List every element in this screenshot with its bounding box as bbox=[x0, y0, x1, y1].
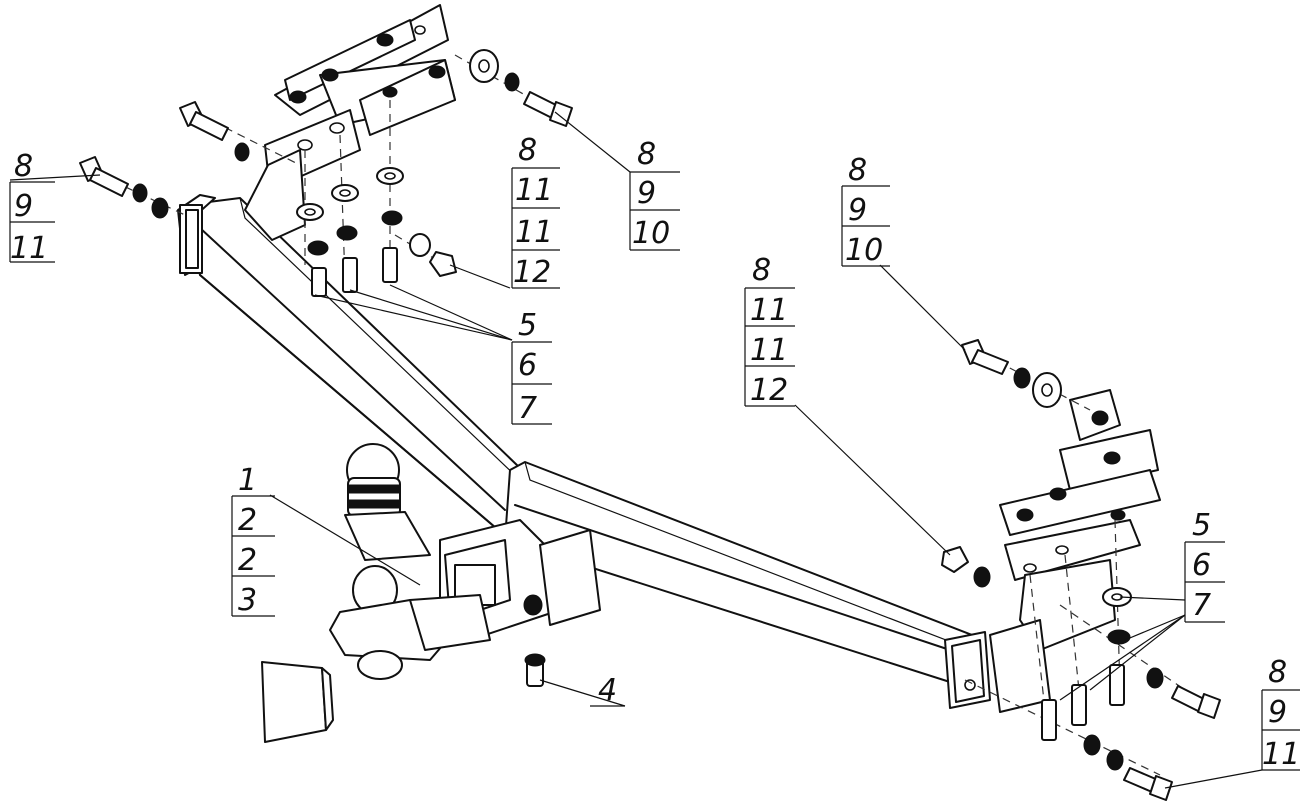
callout-label: 9 bbox=[1268, 695, 1287, 730]
hitch-pin-bolt bbox=[524, 653, 546, 687]
callout-upper-left: 8 9 11 bbox=[9, 149, 55, 266]
callout-ball-mount: 1 2 2 3 bbox=[231, 463, 275, 618]
callout-label: 2 bbox=[238, 503, 257, 538]
callout-right-studs: 5 6 7 bbox=[1184, 508, 1225, 623]
callout-label: 12 bbox=[513, 255, 551, 290]
callout-label: 2 bbox=[238, 543, 257, 578]
callout-label: 1 bbox=[238, 463, 257, 498]
callout-label: 11 bbox=[515, 173, 553, 208]
callout-label: 4 bbox=[598, 673, 617, 708]
callout-right-upper: 8 9 10 bbox=[841, 153, 890, 268]
callout-label: 9 bbox=[637, 176, 656, 211]
callout-label: 6 bbox=[518, 348, 537, 383]
callout-label: 3 bbox=[238, 583, 257, 618]
callout-lower-right: 8 9 11 bbox=[1261, 655, 1300, 772]
receiver-cover-cap bbox=[261, 661, 334, 743]
crossbar-tube bbox=[177, 194, 991, 709]
right-mounting-bracket bbox=[964, 389, 1161, 713]
callout-label: 8 bbox=[518, 133, 537, 168]
receiver-and-ball-mount bbox=[329, 443, 601, 680]
callout-label: 9 bbox=[848, 193, 867, 228]
callout-left-studs: 5 6 7 bbox=[511, 308, 552, 426]
callout-label: 10 bbox=[845, 233, 883, 268]
callout-label: 8 bbox=[752, 253, 771, 288]
left-bracket-fasteners bbox=[79, 49, 573, 297]
left-mounting-bracket bbox=[244, 4, 456, 241]
callout-label: 7 bbox=[1192, 588, 1211, 623]
callout-label: 8 bbox=[14, 149, 33, 184]
callout-label: 5 bbox=[1192, 508, 1211, 543]
callout-label: 8 bbox=[1268, 655, 1287, 690]
callout-label: 11 bbox=[750, 293, 788, 328]
callout-label: 8 bbox=[848, 153, 867, 188]
callout-label: 11 bbox=[10, 231, 48, 266]
callout-label: 7 bbox=[518, 391, 537, 426]
callout-label: 9 bbox=[14, 189, 33, 224]
callout-upper-right: 8 9 10 bbox=[629, 137, 680, 251]
callout-label: 12 bbox=[750, 373, 788, 408]
callout-upper-center: 8 11 11 12 bbox=[511, 133, 560, 290]
callout-label: 11 bbox=[750, 333, 788, 368]
callout-right-center: 8 11 11 12 bbox=[744, 253, 795, 408]
leader-lines bbox=[9, 111, 1263, 789]
callout-label: 11 bbox=[515, 215, 553, 250]
callout-label: 11 bbox=[1262, 737, 1300, 772]
callout-label: 5 bbox=[518, 308, 537, 343]
callout-label: 10 bbox=[632, 216, 670, 251]
callout-label: 6 bbox=[1192, 548, 1211, 583]
callout-label: 8 bbox=[637, 137, 656, 172]
callout-hitch-pin: 4 bbox=[590, 673, 625, 708]
